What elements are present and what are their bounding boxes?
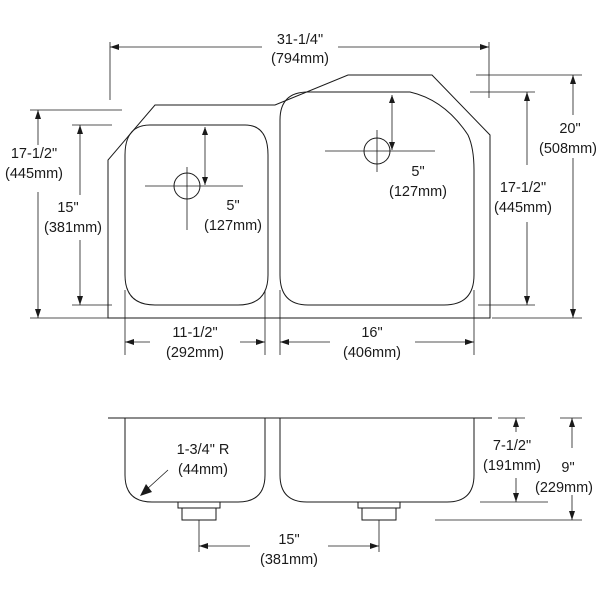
- right-drain-stub: [357, 501, 401, 521]
- right-bowl-section: [279, 418, 475, 503]
- left-drain-offset-imperial: 5": [226, 198, 239, 214]
- plan-view: 31-1/4" (794mm) 17-1/2" (445mm) 15" (381…: [5, 32, 597, 361]
- right-bowl-outline: [279, 91, 475, 306]
- right-bowl-width-metric: (406mm): [343, 345, 401, 361]
- overall-depth-metric: (508mm): [539, 141, 597, 157]
- overall-width-imperial: 31-1/4": [277, 32, 323, 48]
- right-bowl-height-metric: (229mm): [535, 480, 593, 496]
- drain-spacing-imperial: 15": [278, 532, 299, 548]
- left-bowl-outline: [124, 124, 269, 306]
- left-outer-depth-imperial: 17-1/2": [11, 146, 57, 162]
- left-bowl-depth-metric: (381mm): [44, 220, 102, 236]
- corner-radius-imperial: 1-3/4" R: [177, 442, 230, 458]
- right-bowl-height-imperial: 9": [561, 460, 574, 476]
- right-bowl-depth-imperial: 17-1/2": [500, 180, 546, 196]
- right-drain-offset-imperial: 5": [411, 164, 424, 180]
- left-bowl-width-imperial: 11-1/2": [172, 325, 217, 341]
- sink-outline: [107, 74, 491, 319]
- overall-depth-imperial: 20": [559, 121, 580, 137]
- drain-spacing-metric: (381mm): [260, 552, 318, 568]
- left-bowl-height-metric: (191mm): [483, 458, 541, 474]
- left-bowl-depth-imperial: 15": [57, 200, 78, 216]
- corner-radius-metric: (44mm): [178, 462, 228, 478]
- right-drain-offset-metric: (127mm): [389, 184, 447, 200]
- section-view: 1-3/4" R (44mm) 7-1/2" (191mm) 9" (229mm…: [108, 417, 593, 568]
- right-bowl-width-imperial: 16": [361, 325, 382, 341]
- left-outer-depth-metric: (445mm): [5, 166, 63, 182]
- left-drain-stub: [177, 501, 221, 521]
- left-bowl-height-imperial: 7-1/2": [493, 438, 531, 454]
- left-bowl-width-metric: (292mm): [166, 345, 224, 361]
- right-bowl-depth-metric: (445mm): [494, 200, 552, 216]
- left-drain-offset-metric: (127mm): [204, 218, 262, 234]
- overall-width-metric: (794mm): [271, 51, 329, 67]
